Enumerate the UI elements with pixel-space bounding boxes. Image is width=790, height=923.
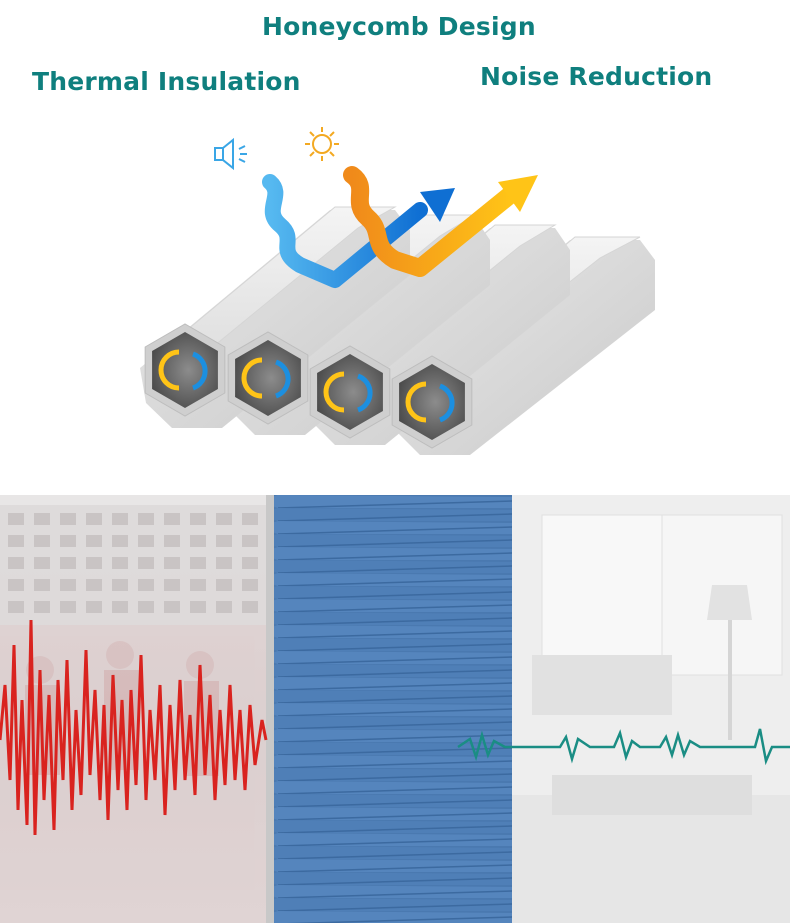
warm-air-circulation-icon <box>241 357 263 399</box>
loud-noise-wave <box>0 619 268 836</box>
speaker-icon <box>214 137 247 171</box>
cool-air-circulation-icon <box>356 373 373 413</box>
thermal-insulation-heading: Thermal Insulation <box>32 67 301 96</box>
heat-arrow <box>343 166 519 277</box>
heat-arrow-head <box>498 175 538 212</box>
warm-air-circulation-icon <box>405 381 427 423</box>
sound-arrow <box>262 174 428 288</box>
honeycomb-cell <box>399 364 465 440</box>
warm-air-circulation-icon <box>323 371 345 413</box>
warm-air-circulation-icon <box>158 349 180 391</box>
honeycomb-cell <box>152 332 218 408</box>
honeycomb-blind <box>266 495 512 923</box>
honeycomb-cell <box>235 340 301 416</box>
cool-air-circulation-icon <box>191 351 208 391</box>
honeycomb-diagram <box>0 100 790 490</box>
main-heading: Honeycomb Design <box>262 12 536 41</box>
cool-air-circulation-icon <box>274 359 291 399</box>
cool-air-circulation-icon <box>438 383 455 423</box>
sun-icon <box>305 127 339 161</box>
noise-reduction-heading: Noise Reduction <box>480 62 713 91</box>
sound-arrow-head <box>420 188 455 222</box>
indoor-room-scene <box>512 495 790 923</box>
honeycomb-cell <box>317 354 383 430</box>
honeycomb-cells <box>140 206 655 455</box>
reduced-noise-wave <box>457 728 790 766</box>
noise-comparison-photo <box>0 495 790 923</box>
